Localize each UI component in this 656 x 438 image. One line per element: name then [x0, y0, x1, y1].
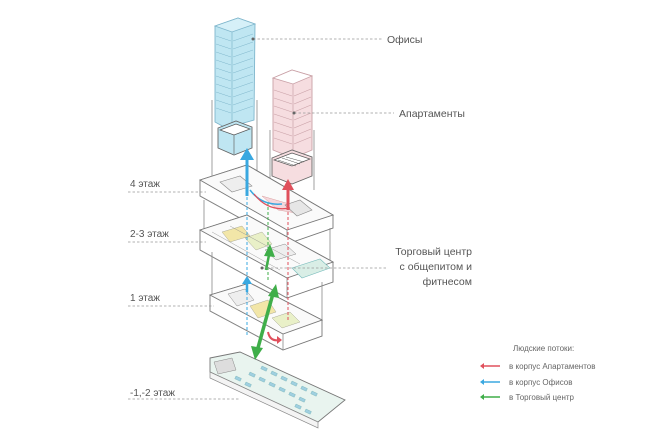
label-offices: Офисы: [387, 34, 422, 46]
level-basement: -1,-2 этаж: [130, 388, 175, 399]
level-leaders: [128, 191, 240, 400]
basement-parking: [209, 351, 346, 429]
flow-arrows: [240, 148, 294, 360]
legend-title: Людские потоки:: [513, 344, 574, 353]
level-floor-4: 4 этаж: [130, 179, 160, 190]
legend: Людские потоки: в корпус Апартаментов в …: [480, 344, 595, 402]
label-mall-line1: Торговый центр: [395, 246, 472, 258]
slab-floor-2-3: [198, 200, 335, 299]
level-floor-2-3: 2-3 этаж: [130, 229, 169, 240]
callout-leaders: [251, 37, 394, 270]
level-floor-1: 1 этаж: [130, 293, 160, 304]
legend-label-apartments: в корпус Апартаментов: [509, 362, 595, 371]
office-tower: [211, 17, 258, 190]
legend-item-offices: в корпус Офисов: [480, 378, 573, 387]
apartment-tower: [269, 69, 315, 195]
label-mall-line2: с общепитом и: [400, 261, 473, 273]
legend-item-mall: в Торговый центр: [480, 393, 575, 402]
label-mall-line3: фитнесом: [423, 276, 472, 288]
legend-label-mall: в Торговый центр: [509, 393, 575, 402]
legend-item-apartments: в корпус Апартаментов: [480, 362, 595, 371]
legend-label-offices: в корпус Офисов: [509, 378, 573, 387]
label-apartments: Апартаменты: [399, 108, 465, 120]
